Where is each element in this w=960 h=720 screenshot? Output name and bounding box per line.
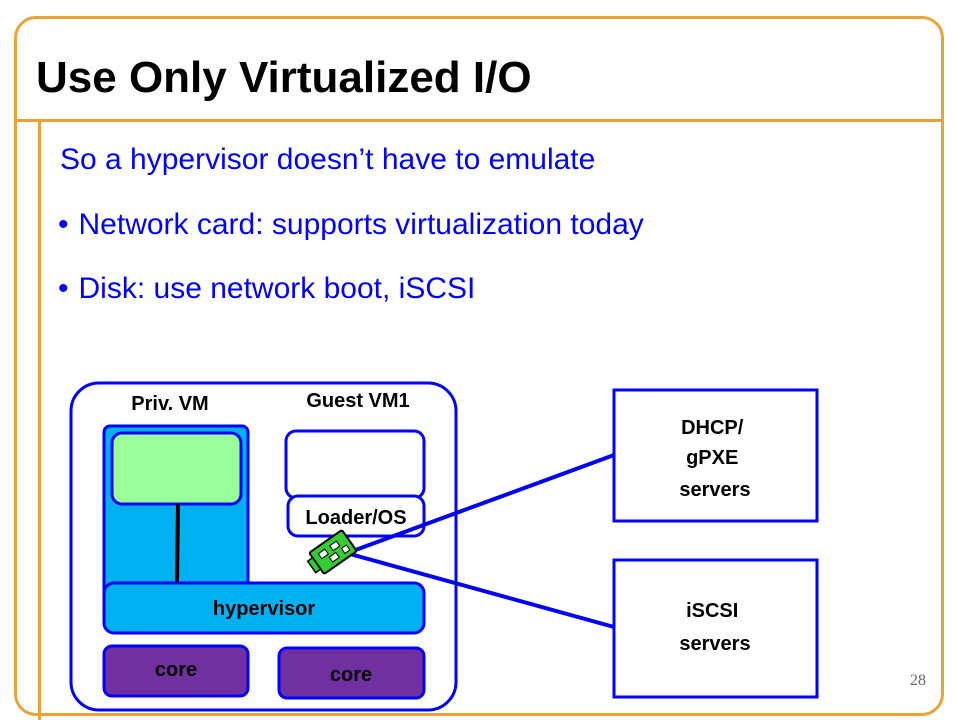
dhcp-servers-box [612,388,819,523]
link-to-dhcp-servers [349,453,615,554]
loader-os-label: Loader/OS [305,507,406,529]
iscsi-servers-box [612,558,819,699]
bullet-list: Network card: supports virtualization to… [58,205,644,333]
dhcp-servers-line-1: DHCP/ [681,417,744,439]
dhcp-servers-line-3: servers [679,479,750,501]
iscsi-servers-label: iSCSI servers [679,600,750,655]
slide-title: Use Only Virtualized I/O [36,53,532,102]
dhcp-servers-line-2: gPXE [686,447,738,469]
title-divider [14,119,944,122]
loader-os-box [286,494,426,538]
page-number: 28 [910,672,926,689]
bullet-network-card: Network card: supports virtualization to… [58,205,644,269]
bullet-disk: Disk: use network boot, iSCSI [58,269,644,333]
core-box-left [102,644,250,698]
core-label-right: core [330,664,372,686]
hypervisor-label: hypervisor [213,598,315,620]
slide-frame [14,16,944,716]
core-box-right [277,646,426,700]
hypervisor-box [102,581,426,635]
guest-vm-label: Guest VM1 [306,390,409,412]
link-to-iscsi-servers [349,552,615,629]
left-accent-rule [38,119,41,720]
network-card-icon [306,529,358,575]
iscsi-servers-line-2: servers [679,633,750,655]
guest-vm-box [284,429,426,500]
core-label-left: core [155,659,197,681]
priv-vm-driver-box [110,431,243,506]
intro-text: So a hypervisor doesn’t have to emulate [60,143,596,176]
iscsi-servers-line-1: iSCSI [686,600,738,622]
dhcp-servers-label: DHCP/ gPXE servers [679,417,750,501]
priv-vm-connector [175,503,180,584]
priv-vm-label: Priv. VM [131,393,208,415]
